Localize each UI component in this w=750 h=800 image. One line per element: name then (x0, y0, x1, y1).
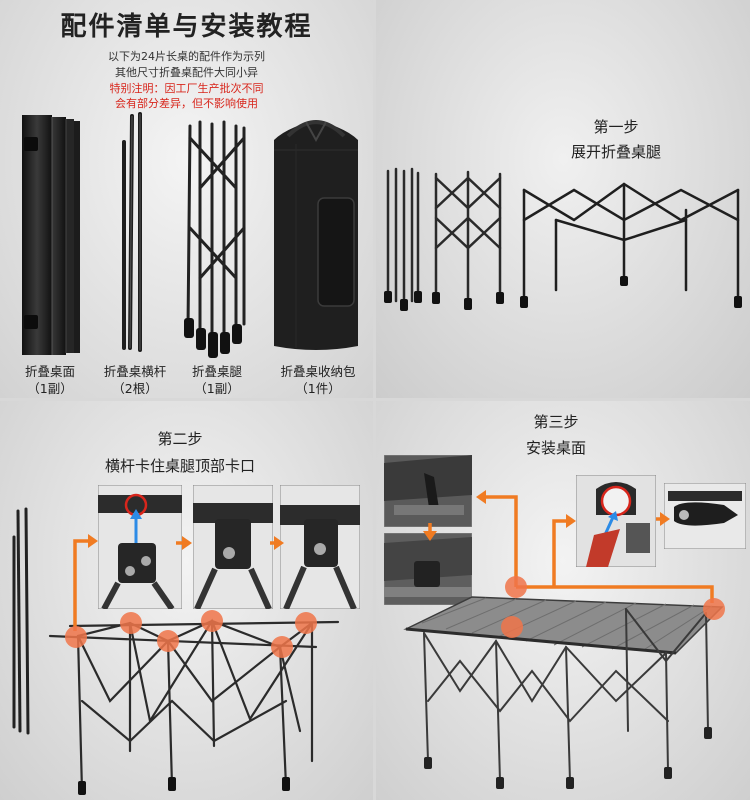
cross-bars-image (12, 507, 30, 735)
assembled-table-diagram (403, 490, 725, 789)
legs-folded-image (384, 167, 422, 311)
step3-description: 安装桌面 (525, 439, 586, 457)
parts-list-panel: 配件清单与安装教程 以下为24片长桌的配件作为示列 其他尺寸折叠桌配件大同小异 … (0, 0, 373, 398)
table-top-image (22, 115, 80, 355)
detail-photo-slat-hook (384, 455, 472, 527)
special-note-line-2: 会有部分差异，但不影响使用 (115, 97, 258, 110)
step1-panel: 第一步 展开折叠桌腿 (376, 0, 750, 398)
special-note-line-1: 特别注明：因工厂生产批次不同 (109, 82, 264, 95)
detail-photo-clip-3 (280, 485, 360, 609)
step2-description: 横杆卡住桌腿顶部卡口 (104, 457, 255, 475)
step2-title: 第二步 (157, 430, 203, 448)
step3-title: 第三步 (533, 413, 579, 431)
carry-bag-image (274, 120, 358, 350)
note-line-1: 以下为24片长桌的配件作为示列 (108, 50, 265, 63)
page-title: 配件清单与安装教程 (60, 12, 313, 42)
step3-panel: 第三步 安装桌面 (376, 401, 750, 800)
detail-photo-clip-1 (98, 485, 182, 609)
part-label-cross-bar: 折叠桌横杆（2根） (103, 364, 167, 396)
detail-photo-slat-clip (384, 533, 472, 605)
frame-with-crossbars-diagram (48, 534, 340, 795)
folded-legs-image (184, 120, 246, 358)
step1-description: 展开折叠桌腿 (570, 143, 661, 161)
cross-bars-image (122, 112, 142, 352)
step2-panel: 第二步 横杆卡住桌腿顶部卡口 (0, 401, 373, 800)
detail-photo-installed-bar (664, 483, 746, 549)
part-label-table-top: 折叠桌面（1副） (24, 364, 75, 396)
legs-unfolded-image (520, 182, 742, 308)
part-label-legs: 折叠桌腿（1副） (191, 364, 242, 396)
legs-half-open-image (432, 170, 504, 310)
part-label-bag: 折叠桌收纳包（1件） (280, 364, 356, 396)
note-line-2: 其他尺寸折叠桌配件大同小异 (115, 66, 258, 79)
step1-title: 第一步 (593, 118, 639, 136)
detail-photo-crossbar-slot (576, 475, 656, 567)
detail-photo-clip-2 (193, 485, 273, 609)
